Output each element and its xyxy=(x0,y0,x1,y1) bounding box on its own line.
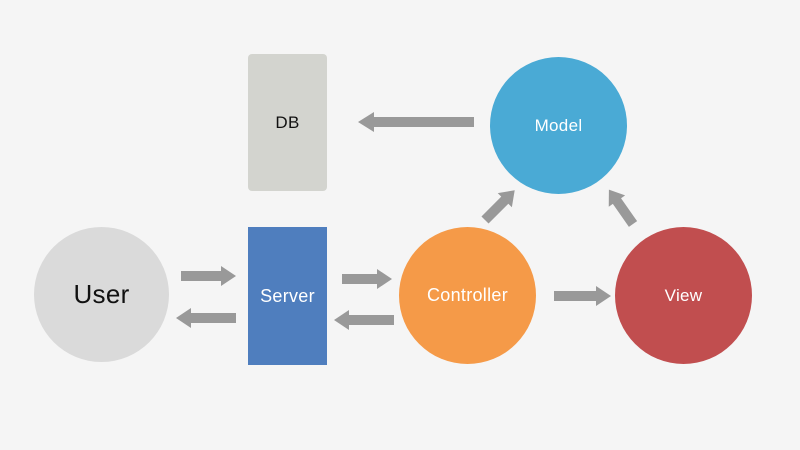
controller-node: Controller xyxy=(399,227,536,364)
model-label: Model xyxy=(534,115,583,135)
view-label: View xyxy=(664,285,703,305)
user-node: User xyxy=(34,227,169,362)
server-label: Server xyxy=(260,285,315,306)
controller-label: Controller xyxy=(426,285,509,305)
arrow-controller-to-view xyxy=(554,286,611,306)
arrow-user-to-server xyxy=(181,266,236,286)
model-node: Model xyxy=(490,57,627,194)
arrow-server-to-user xyxy=(176,308,236,328)
arrow-view-to-model xyxy=(608,189,638,227)
arrow-server-to-controller xyxy=(342,269,392,289)
user-label: User xyxy=(73,279,130,309)
db-label: DB xyxy=(275,112,300,132)
arrow-controller-to-server xyxy=(334,310,394,330)
arrow-controller-to-model xyxy=(481,190,515,224)
db-node: DB xyxy=(248,54,327,191)
view-node: View xyxy=(615,227,752,364)
server-node: Server xyxy=(248,227,327,365)
arrow-model-to-db xyxy=(358,112,474,132)
